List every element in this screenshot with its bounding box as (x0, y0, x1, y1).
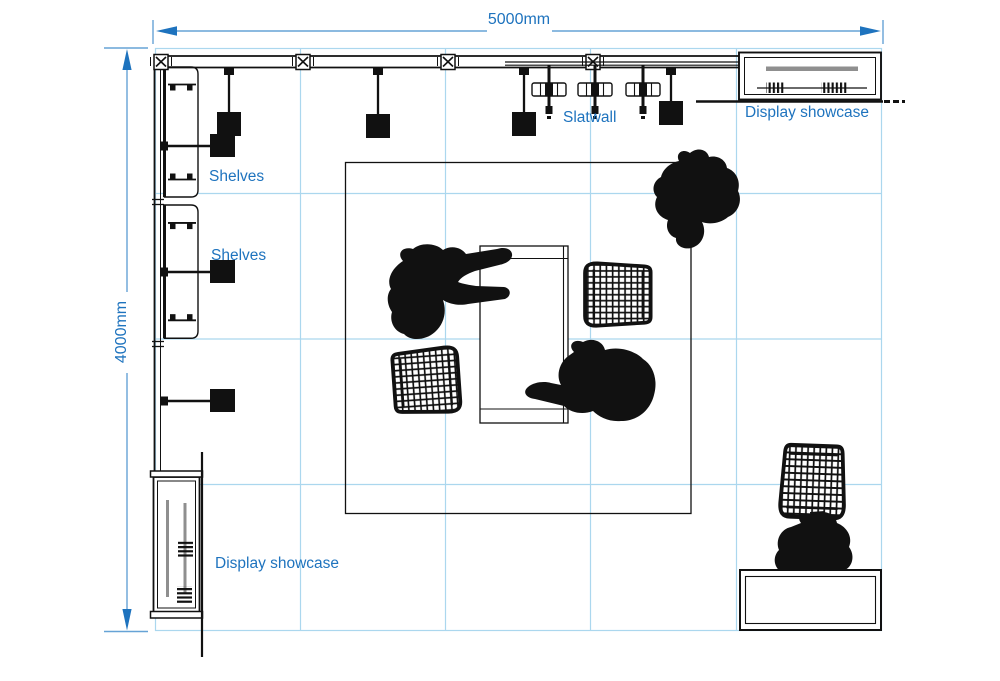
display-showcase-label-bottom: Display showcase (215, 555, 340, 572)
person-standing-top-right (653, 149, 740, 249)
dimension-vertical (104, 47, 148, 633)
dimension-horizontal (152, 20, 884, 44)
meeting-area-square (344, 161, 692, 515)
mesh-chair-left (389, 344, 463, 418)
person-seated-bottom (525, 339, 656, 422)
dimension-height-label: 4000mm (113, 300, 130, 364)
slatwall-label: Slatwall (563, 109, 617, 126)
floor-grid (154, 47, 883, 632)
person-seated-left (387, 244, 513, 340)
display-showcase-label-top: Display showcase (745, 104, 870, 121)
corner-post (149, 53, 173, 71)
slatwall-panel (505, 61, 744, 121)
left-wall (152, 55, 164, 477)
shelves-label-top: Shelves (209, 168, 265, 185)
shelves-label-bottom: Shelves (211, 247, 267, 264)
shelf-unit-top (163, 65, 200, 199)
display-showcase-top-right (696, 51, 905, 103)
dimension-width-label: 5000mm (487, 11, 551, 28)
mesh-chair-right (583, 261, 653, 328)
reception-counter (739, 569, 882, 631)
pendant-lights (217, 67, 683, 138)
display-showcase-bottom-left (149, 452, 204, 657)
